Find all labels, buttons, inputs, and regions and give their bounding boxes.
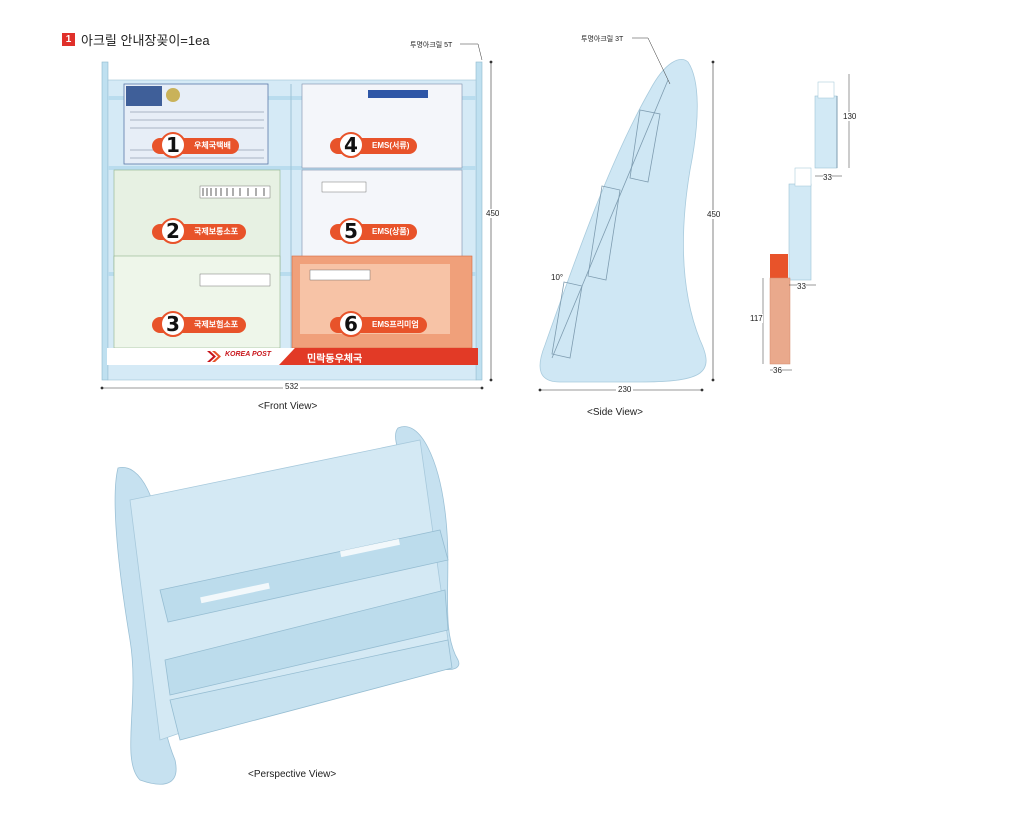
perspective-shelf-3 xyxy=(169,639,453,741)
pocket-label-3: 국제보험소포 xyxy=(176,317,247,333)
pocket-label-5: EMS(상품) xyxy=(354,224,418,240)
form-2-barcode-lines xyxy=(202,188,265,196)
form-2 xyxy=(113,169,281,271)
side-depth-dim: 230 xyxy=(616,385,634,394)
detail-top-card xyxy=(817,81,835,99)
detail-low-card xyxy=(770,254,788,278)
detail-low-height-dim: 117 xyxy=(750,314,763,323)
pocket-label-2: 국제보통소포 xyxy=(176,224,247,240)
pocket-number-2: 2 xyxy=(160,218,186,244)
perspective-highlight-1 xyxy=(200,582,270,604)
tier-lip-1 xyxy=(108,96,476,100)
detail-mid-pocket xyxy=(788,183,812,281)
detail-low-pocket xyxy=(769,277,791,365)
detail-mid-width-dim: 33 xyxy=(797,282,806,291)
banner-red-band xyxy=(279,348,478,365)
form-3-barcode xyxy=(199,273,271,287)
form-4-ems-band xyxy=(368,90,428,98)
form-1-seal xyxy=(166,88,180,102)
title-text: 아크릴 안내장꽂이=1ea xyxy=(81,33,210,48)
form-1-logo xyxy=(126,86,162,106)
side-pocket-shelves xyxy=(551,79,669,359)
pocket-label-4: EMS(서류) xyxy=(354,138,418,154)
detail-mid-card xyxy=(794,167,812,187)
pocket-number-3: 3 xyxy=(160,311,186,337)
korea-post-logo-icon xyxy=(207,351,221,362)
form-3 xyxy=(113,255,281,349)
pocket-label-1: 우체국택배 xyxy=(176,138,239,154)
perspective-highlight-2 xyxy=(340,538,400,558)
tier-lip-2 xyxy=(108,166,476,170)
detail-top-height-dim: 130 xyxy=(843,112,857,121)
side-profile xyxy=(539,59,707,383)
perspective-illustration xyxy=(114,426,460,785)
side-angle-dim: 10° xyxy=(551,273,564,282)
detail-top-width-dim: 33 xyxy=(823,173,832,182)
front-width-dim: 532 xyxy=(283,382,301,391)
post-office-name: 민락동우체국 xyxy=(307,354,363,365)
form-6-barcode xyxy=(309,269,371,281)
form-2-barcode xyxy=(199,185,271,199)
perspective-view-caption: <Perspective View> xyxy=(248,769,337,780)
side-height-dim: 450 xyxy=(707,210,721,219)
page-title: 1 아크릴 안내장꽂이=1ea xyxy=(62,30,210,49)
side-material-callout: 투명아크릴 3T xyxy=(581,36,624,43)
front-height-dim: 450 xyxy=(486,209,500,218)
front-material-callout: 투명아크릴 5T xyxy=(410,42,453,49)
front-right-side-edge xyxy=(475,61,483,381)
detail-top-pocket xyxy=(814,95,838,169)
pocket-label-6: EMS프리미엄 xyxy=(354,317,427,333)
korea-post-brand: KOREA POST xyxy=(225,351,272,358)
pocket-number-4: 4 xyxy=(338,132,364,158)
pocket-number-6: 6 xyxy=(338,311,364,337)
side-view-caption: <Side View> xyxy=(587,407,643,418)
detail-low-width-dim: 36 xyxy=(773,366,782,375)
form-5-barcode xyxy=(321,181,367,193)
pocket-number-5: 5 xyxy=(338,218,364,244)
section-number-badge: 1 xyxy=(62,33,75,46)
front-left-side-edge xyxy=(101,61,109,381)
pocket-number-1: 1 xyxy=(160,132,186,158)
korea-post-banner: KOREA POST 민락동우체국 xyxy=(107,348,478,365)
front-view-caption: <Front View> xyxy=(258,401,318,412)
perspective-shelf-2 xyxy=(164,589,449,696)
